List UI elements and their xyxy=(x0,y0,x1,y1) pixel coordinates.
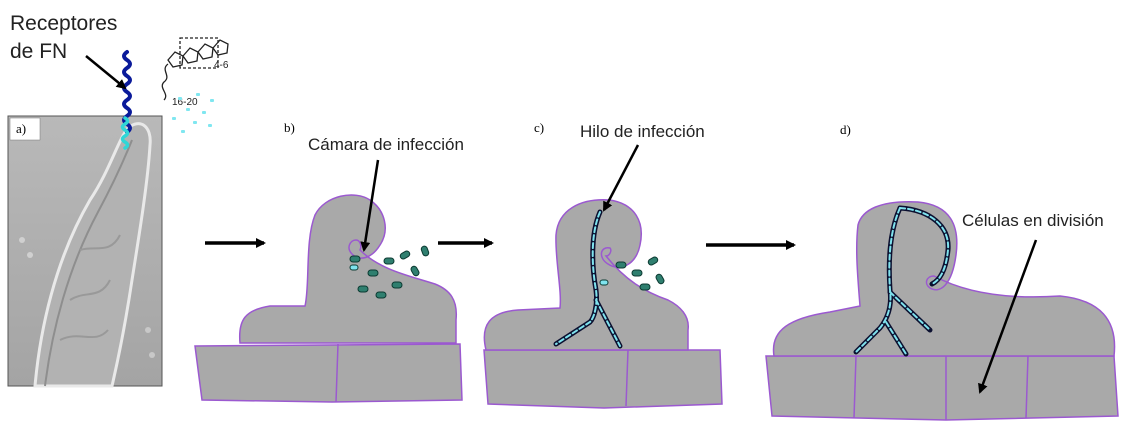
camara-label: Cámara de infección xyxy=(308,135,464,154)
panel-c-cells xyxy=(484,350,722,408)
panel-d-cells xyxy=(766,356,1118,420)
panel-c: c) Hilo de infección xyxy=(484,120,722,408)
receptores-arrow xyxy=(86,56,125,88)
panel-b: b) Cámara de infección xyxy=(195,120,464,402)
receptores-label-line1: Receptores xyxy=(10,12,117,35)
panel-a-label: a) xyxy=(16,121,26,136)
ring-count-label: 4-6 xyxy=(214,60,229,71)
panel-b-root-hair xyxy=(240,195,457,343)
panel-b-label: b) xyxy=(284,120,295,135)
hilo-label: Hilo de infección xyxy=(580,122,705,141)
panel-b-cells xyxy=(195,344,462,402)
chain-length-label: 16-20 xyxy=(172,97,198,108)
receptores-label-line2: de FN xyxy=(10,40,67,63)
hilo-arrow xyxy=(604,145,638,210)
panel-c-label: c) xyxy=(534,120,544,135)
panel-d-label: d) xyxy=(840,122,851,137)
celulas-label: Células en división xyxy=(962,211,1104,230)
panel-a-micrograph: a) xyxy=(8,116,162,386)
panel-d: d) Células en división xyxy=(766,122,1118,420)
